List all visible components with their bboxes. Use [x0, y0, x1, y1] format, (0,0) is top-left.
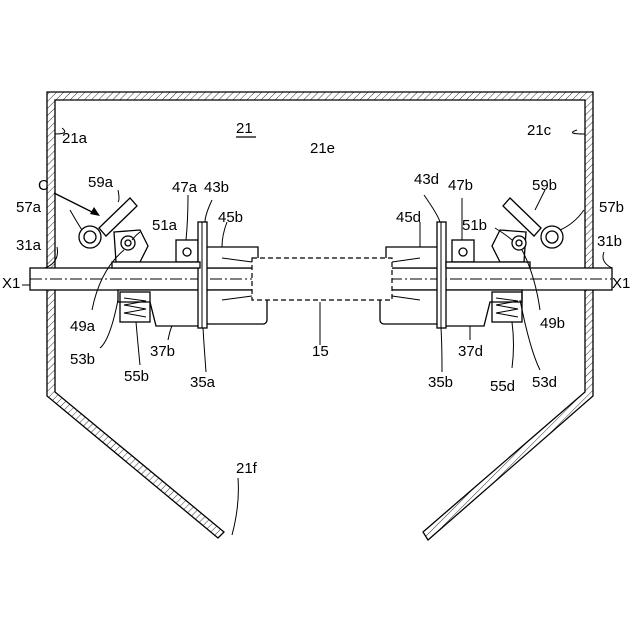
- label-45d: 45d: [396, 209, 421, 226]
- label-35b: 35b: [428, 374, 453, 391]
- label-x1-left: X1: [2, 275, 20, 292]
- boss-45b: [205, 247, 258, 268]
- label-31b: 31b: [597, 233, 622, 250]
- label-55b: 55b: [124, 368, 149, 385]
- arrow-c: [54, 193, 100, 216]
- roller-57a: [79, 226, 101, 248]
- label-53d: 53d: [532, 374, 557, 391]
- body-37b: [118, 290, 200, 326]
- label-21f: 21f: [236, 460, 258, 477]
- label-47a: 47a: [172, 179, 198, 196]
- label-37d: 37d: [458, 343, 483, 360]
- label-31a: 31a: [16, 237, 42, 254]
- label-21: 21: [236, 120, 253, 137]
- label-21c: 21c: [527, 122, 552, 139]
- label-59a: 59a: [88, 174, 114, 191]
- bracket-47b: [452, 240, 474, 262]
- label-57b: 57b: [599, 199, 624, 216]
- label-51b: 51b: [462, 217, 487, 234]
- label-53b: 53b: [70, 351, 95, 368]
- boss-45d: [386, 247, 440, 268]
- bracket-47a: [176, 240, 198, 262]
- label-37b: 37b: [150, 343, 175, 360]
- label-59b: 59b: [532, 177, 557, 194]
- body-37d: [440, 290, 522, 326]
- pivot-51b: [512, 236, 526, 250]
- label-49a: 49a: [70, 318, 96, 335]
- label-49b: 49b: [540, 315, 565, 332]
- label-57a: 57a: [16, 199, 42, 216]
- label-35a: 35a: [190, 374, 216, 391]
- label-45b: 45b: [218, 209, 243, 226]
- label-x1-right: X1: [612, 275, 630, 292]
- label-21e: 21e: [310, 140, 335, 157]
- label-55d: 55d: [490, 378, 515, 395]
- label-47b: 47b: [448, 177, 473, 194]
- label-21a: 21a: [62, 130, 88, 147]
- label-51a: 51a: [152, 217, 178, 234]
- roller-57b: [541, 226, 563, 248]
- label-15: 15: [312, 343, 329, 360]
- label-c: C: [38, 177, 49, 194]
- label-43b: 43b: [204, 179, 229, 196]
- label-43d: 43d: [414, 171, 439, 188]
